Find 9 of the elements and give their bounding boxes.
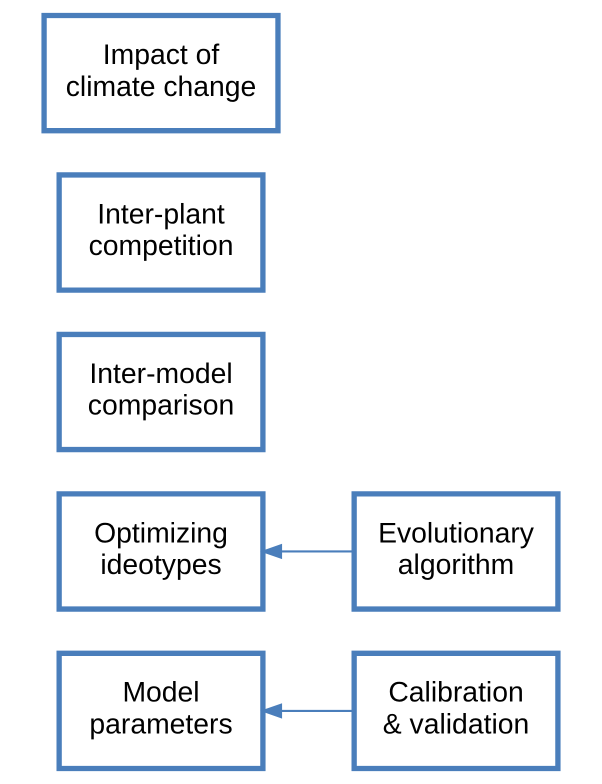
arrow xyxy=(260,544,354,560)
node-box: Inter-plant competition xyxy=(56,172,266,293)
node-box: Impact of climate change xyxy=(41,12,281,134)
node-box: Inter-model comparison xyxy=(56,332,266,452)
arrow xyxy=(260,703,354,719)
node-box: Calibration & validation xyxy=(352,650,561,772)
node-box: Evolutionary algorithm xyxy=(352,491,561,612)
node-box: Optimizing ideotypes xyxy=(56,491,266,612)
node-box: Model parameters xyxy=(56,650,266,772)
